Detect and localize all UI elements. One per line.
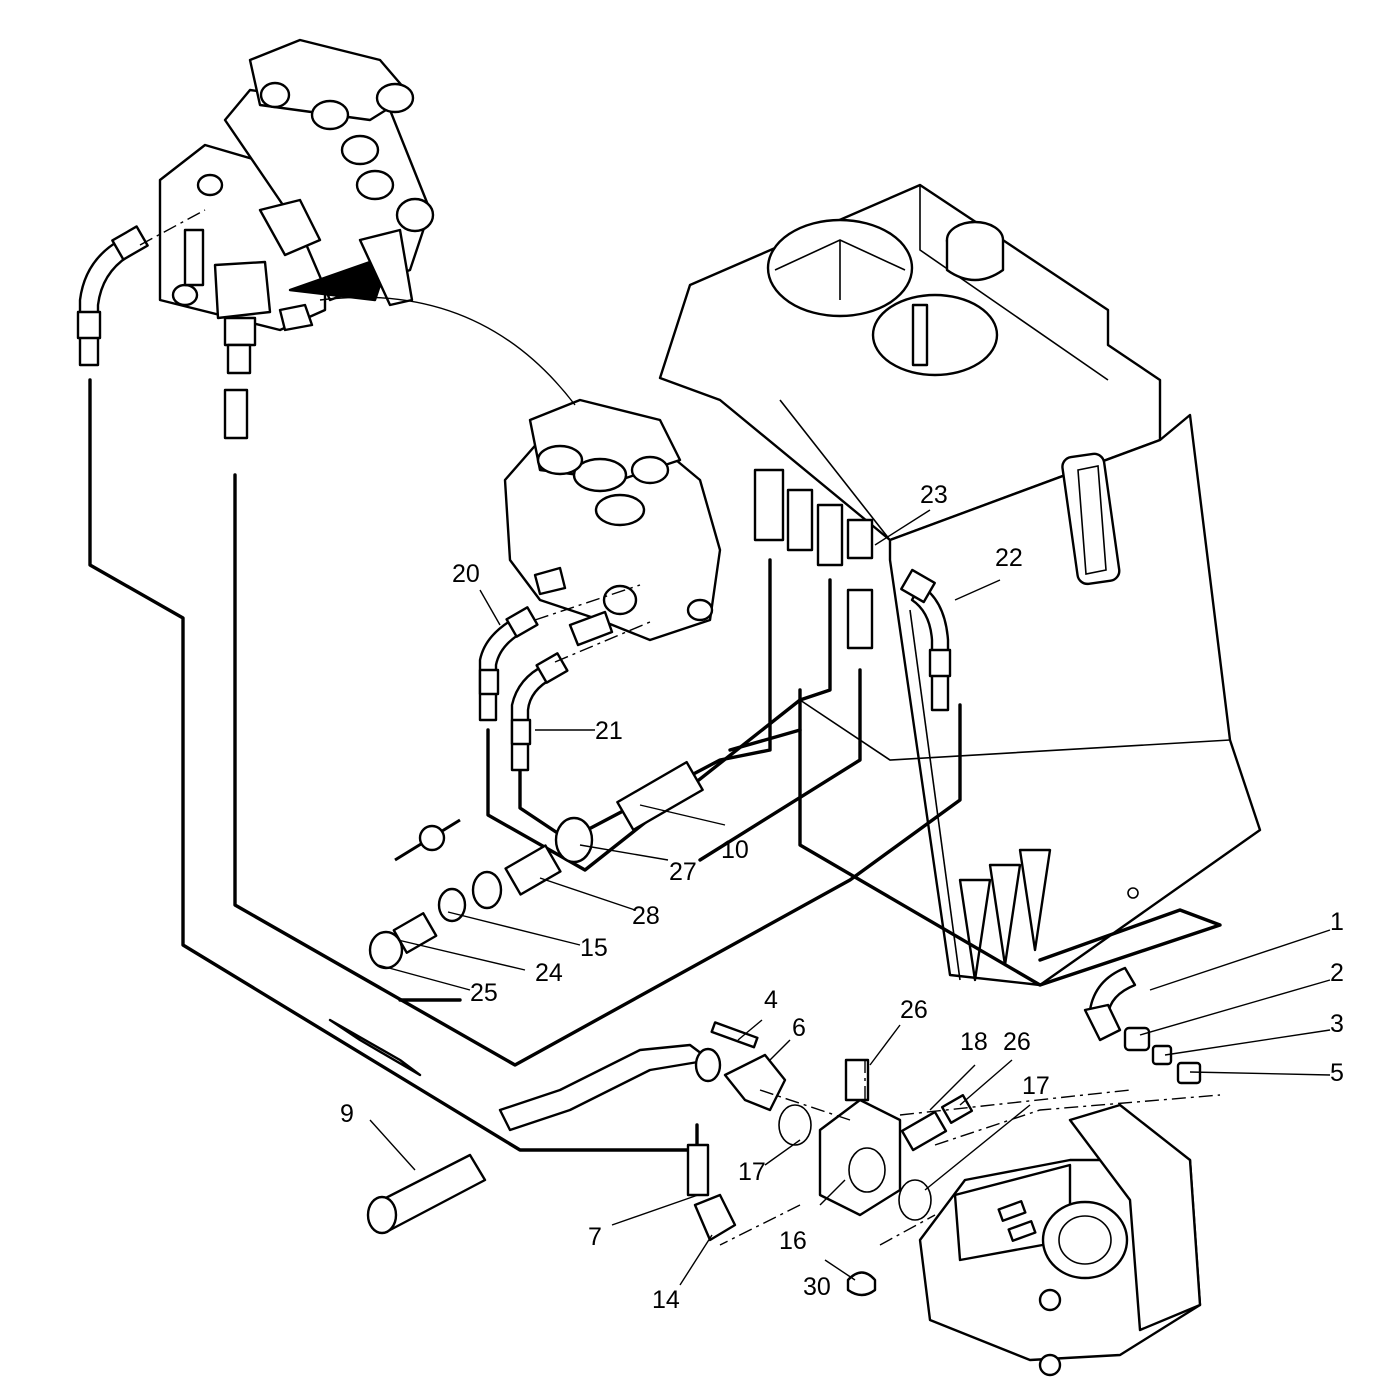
upper-control-valve bbox=[158, 38, 435, 347]
callout-27: 27 bbox=[669, 858, 697, 886]
callout-25: 25 bbox=[470, 979, 498, 1007]
callout-26-left: 26 bbox=[900, 996, 928, 1024]
callout-7: 7 bbox=[588, 1223, 602, 1251]
callout-1: 1 bbox=[1330, 908, 1344, 936]
manifold-block bbox=[686, 1021, 974, 1297]
callout-23: 23 bbox=[920, 481, 948, 509]
callout-21: 21 bbox=[595, 717, 623, 745]
callout-20: 20 bbox=[452, 560, 480, 588]
loose-fittings bbox=[328, 760, 722, 1235]
hydraulic-tank bbox=[658, 183, 1262, 987]
check-valve-symbol-icon bbox=[394, 818, 461, 862]
hose-fittings bbox=[76, 225, 1202, 1085]
callout-4: 4 bbox=[764, 986, 778, 1014]
callout-5: 5 bbox=[1330, 1059, 1344, 1087]
callout-28: 28 bbox=[632, 902, 660, 930]
callout-18: 18 bbox=[960, 1028, 988, 1056]
callout-9: 9 bbox=[340, 1100, 354, 1128]
callout-16: 16 bbox=[779, 1227, 807, 1255]
callout-24: 24 bbox=[535, 959, 563, 987]
callout-10: 10 bbox=[721, 836, 749, 864]
callout-2: 2 bbox=[1330, 959, 1344, 987]
callout-26-right: 26 bbox=[1003, 1028, 1031, 1056]
callout-17-left: 17 bbox=[738, 1158, 766, 1186]
assembly-centerlines bbox=[139, 209, 1221, 1246]
callout-6: 6 bbox=[792, 1014, 806, 1042]
callout-15: 15 bbox=[580, 934, 608, 962]
callout-30: 30 bbox=[803, 1273, 831, 1301]
hydraulic-pump bbox=[918, 1103, 1202, 1377]
callout-14: 14 bbox=[652, 1286, 680, 1314]
callout-leaders bbox=[369, 509, 1331, 1286]
callout-3: 3 bbox=[1330, 1010, 1344, 1038]
callout-22: 22 bbox=[995, 544, 1023, 572]
callout-labels: 1 2 3 4 5 6 7 9 10 14 15 16 17 17 18 20 … bbox=[340, 481, 1344, 1314]
callout-17-right: 17 bbox=[1022, 1072, 1050, 1100]
lower-control-valve bbox=[503, 398, 722, 647]
